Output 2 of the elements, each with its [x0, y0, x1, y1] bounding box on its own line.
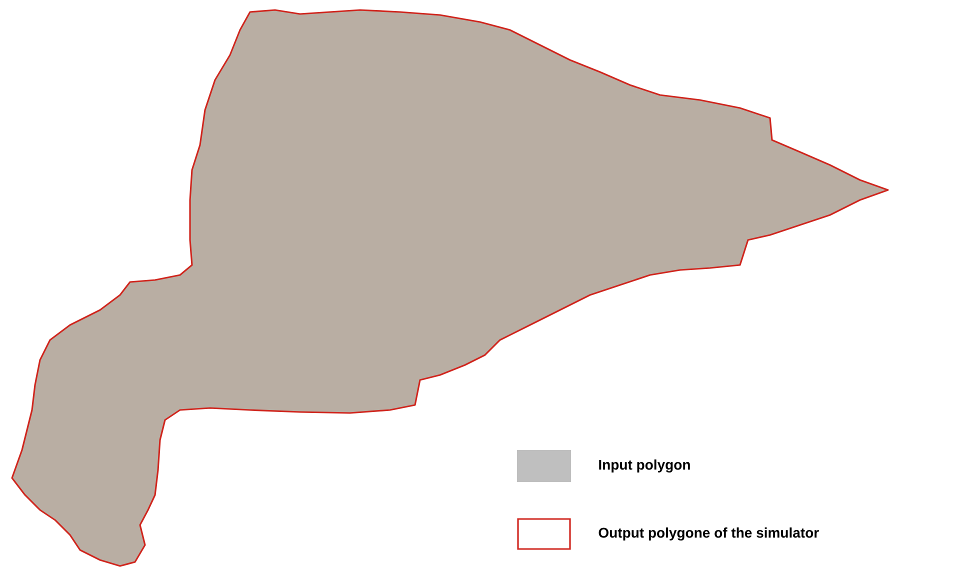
legend-text: Input polygon	[599, 459, 690, 473]
legend-text: Output polygone of the simulator	[598, 527, 819, 541]
